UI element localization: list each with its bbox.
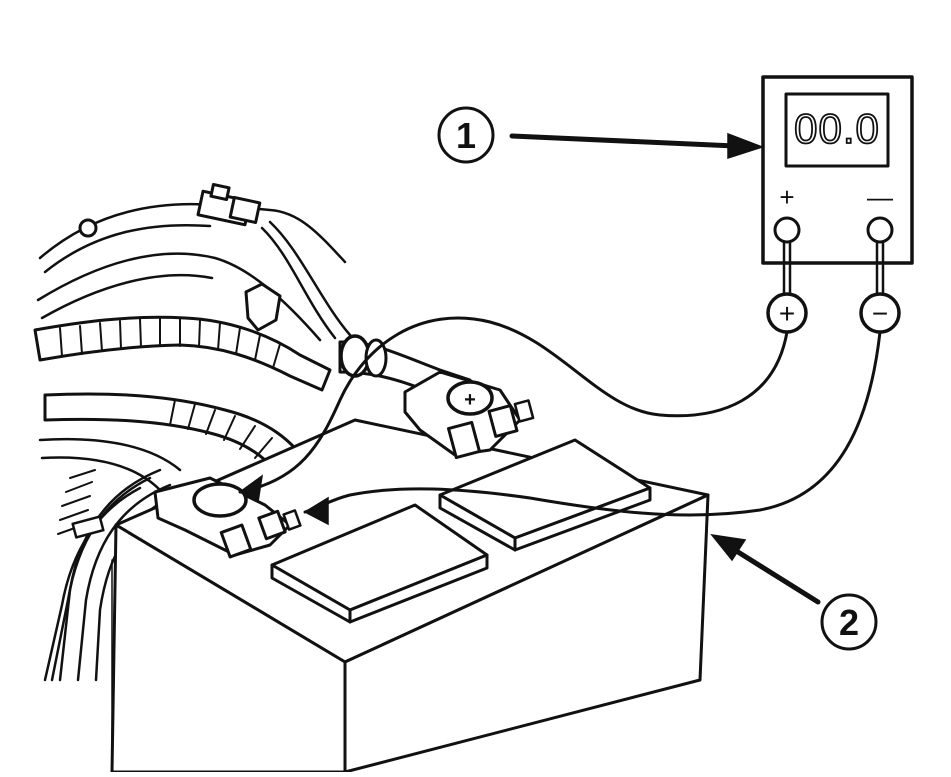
callout-1-arrow xyxy=(727,132,765,160)
negative-lead xyxy=(303,330,882,517)
positive-lead-arrow xyxy=(238,474,264,504)
callout-2-arrow xyxy=(710,533,747,562)
positive-terminal-clamp: + xyxy=(403,370,535,460)
negative-probe-label: − xyxy=(872,298,888,329)
corrugated-conduit-upper xyxy=(33,315,332,392)
meter-positive-jack xyxy=(773,216,801,244)
harness-connector xyxy=(196,182,262,227)
positive-lead xyxy=(238,316,789,494)
positive-probe-label: + xyxy=(779,298,795,329)
positive-post-mark: + xyxy=(464,389,476,411)
callout-2: 2 xyxy=(710,533,878,651)
harness-grommet xyxy=(78,218,98,238)
harness-clip xyxy=(244,282,282,332)
meter-minus-label: — xyxy=(867,182,893,212)
meter-display xyxy=(784,92,890,168)
callout-1-number: 1 xyxy=(456,115,476,156)
positive-post xyxy=(446,380,494,416)
battery-side xyxy=(343,493,710,774)
positive-probe: + xyxy=(766,292,808,334)
meter-reading: 00.0 xyxy=(794,105,880,152)
battery-cap-left xyxy=(270,503,489,624)
wire-bundle-left xyxy=(43,468,182,682)
callout-2-number: 2 xyxy=(839,602,859,643)
test-leads: + − xyxy=(238,240,901,526)
meter-negative-jack xyxy=(866,216,894,244)
battery-cap-right xyxy=(438,438,652,552)
multimeter: 00.0 + — xyxy=(761,75,914,265)
meter-plus-label: + xyxy=(779,182,794,212)
negative-probe: − xyxy=(859,292,901,334)
negative-post xyxy=(192,482,248,518)
negative-lead-arrow xyxy=(303,496,329,526)
battery: + xyxy=(110,370,710,774)
negative-terminal-clamp xyxy=(153,476,302,559)
callout-1: 1 xyxy=(437,106,765,164)
